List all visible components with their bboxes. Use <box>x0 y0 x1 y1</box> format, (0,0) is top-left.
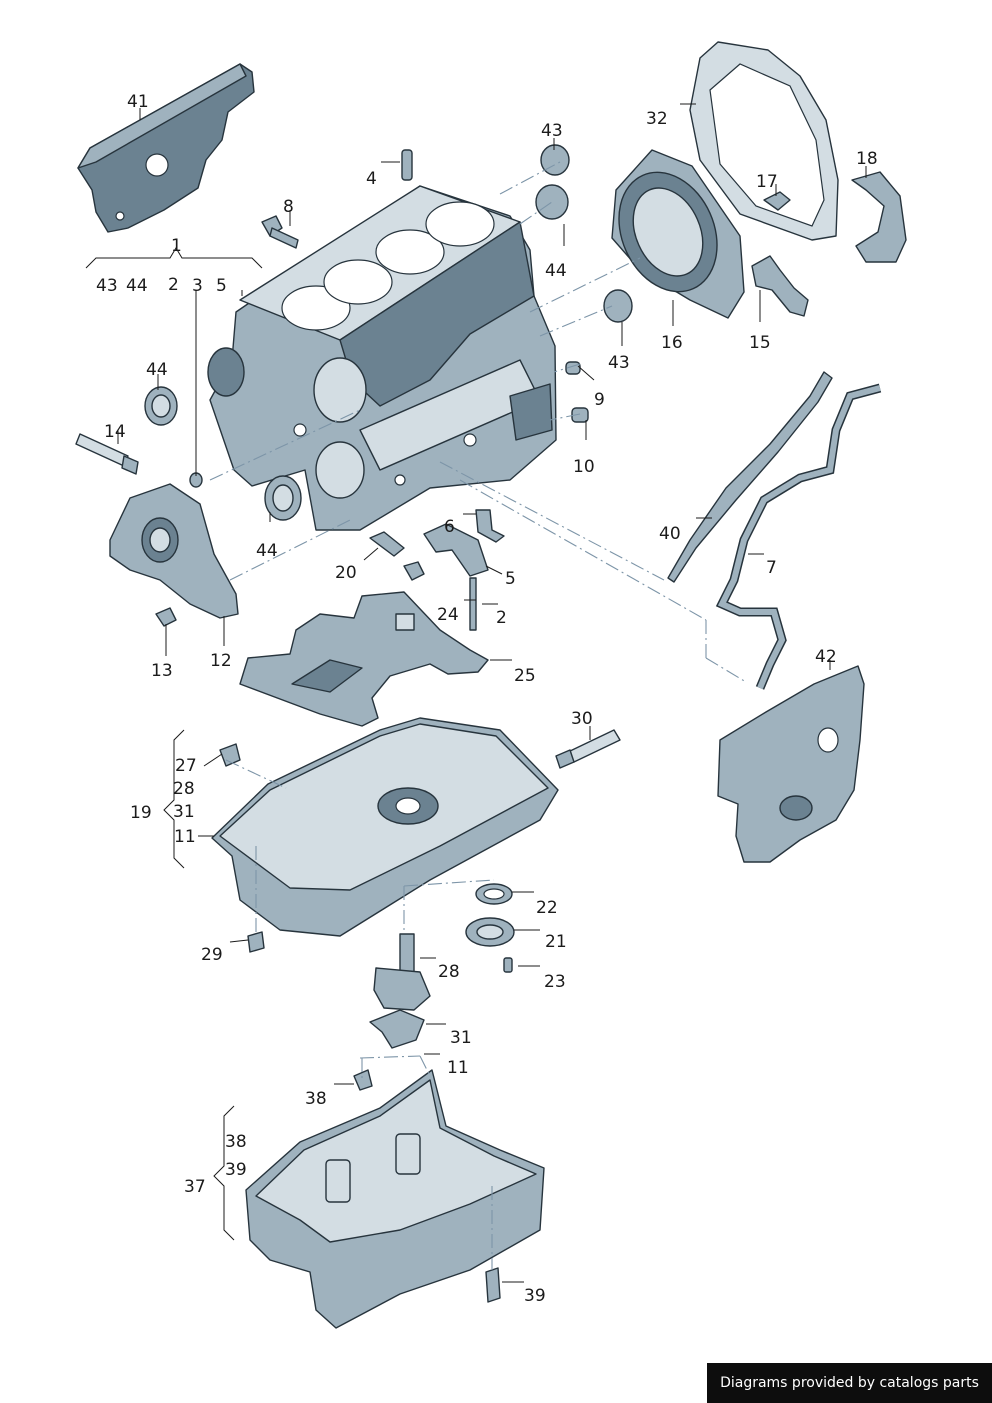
callout-4: 4 <box>366 169 377 189</box>
callout-23: 23 <box>544 972 566 992</box>
callout-28: 28 <box>173 779 195 799</box>
part-29-bolt <box>247 931 265 953</box>
callout-28: 28 <box>438 962 460 982</box>
callout-16: 16 <box>661 333 683 353</box>
callout-44: 44 <box>126 276 148 296</box>
callout-31: 31 <box>173 802 195 822</box>
callout-44: 44 <box>545 261 567 281</box>
part-44-seal-left <box>144 386 178 426</box>
part-10-sleeve <box>571 407 589 423</box>
callout-19: 19 <box>130 803 152 823</box>
part-24-bolt <box>403 561 425 581</box>
part-31-bracket <box>369 1009 425 1049</box>
callout-7: 7 <box>766 558 777 578</box>
callout-11: 11 <box>174 827 196 847</box>
part-27-drain-plug <box>219 743 241 767</box>
callout-29: 29 <box>201 945 223 965</box>
part-42-cover <box>717 665 865 863</box>
part-15-bracket <box>751 255 809 317</box>
callout-27: 27 <box>175 756 197 776</box>
catalog-credit-footer: Diagrams provided by catalogs parts <box>707 1363 992 1403</box>
part-40-dipstick <box>667 371 833 583</box>
callout-30: 30 <box>571 709 593 729</box>
callout-13: 13 <box>151 661 173 681</box>
part-43-plug-right <box>603 289 633 323</box>
part-2-bolt <box>469 577 477 631</box>
callout-3: 3 <box>192 276 203 296</box>
part-5-bearing-cap <box>423 523 489 577</box>
part-13-bolt <box>155 607 177 627</box>
callout-25: 25 <box>514 666 536 686</box>
callout-41: 41 <box>127 92 149 112</box>
callout-44: 44 <box>146 360 168 380</box>
part-18-bracket <box>851 171 907 263</box>
callout-10: 10 <box>573 457 595 477</box>
callout-24: 24 <box>437 605 459 625</box>
callout-39: 39 <box>225 1160 247 1180</box>
callout-22: 22 <box>536 898 558 918</box>
callout-6: 6 <box>444 517 455 537</box>
callout-8: 8 <box>283 197 294 217</box>
callout-2: 2 <box>168 275 179 295</box>
part-23-bolt <box>503 957 513 973</box>
callout-12: 12 <box>210 651 232 671</box>
callout-labels: 41 43 4 8 1 43 44 2 3 5 44 32 18 17 16 1… <box>96 92 878 1306</box>
part-11-oil-pan-upper <box>211 717 559 937</box>
part-44-seal-top <box>535 184 569 220</box>
part-43-plug-top <box>540 144 570 176</box>
callout-42: 42 <box>815 647 837 667</box>
part-37-oil-pan-lower <box>245 1069 545 1329</box>
part-6-oil-jet <box>475 509 505 543</box>
engine-block <box>207 185 557 531</box>
part-30-sealant-tube <box>555 729 621 769</box>
callout-18: 18 <box>856 149 878 169</box>
callout-1: 1 <box>171 236 182 256</box>
part-8-bolt <box>261 215 299 249</box>
part-17-bolt <box>763 191 791 211</box>
part-28-oil-pump <box>373 933 431 1011</box>
callout-15: 15 <box>749 333 771 353</box>
callout-17: 17 <box>756 172 778 192</box>
callout-37: 37 <box>184 1177 206 1197</box>
callout-31: 31 <box>450 1028 472 1048</box>
callout-9: 9 <box>594 390 605 410</box>
callout-43: 43 <box>608 353 630 373</box>
callout-21: 21 <box>545 932 567 952</box>
part-20-bolt <box>369 531 405 557</box>
callout-11: 11 <box>447 1058 469 1078</box>
callout-38: 38 <box>225 1132 247 1152</box>
callout-40: 40 <box>659 524 681 544</box>
part-39-bolt <box>485 1267 501 1303</box>
callout-43: 43 <box>541 121 563 141</box>
part-16-seal-flange <box>611 149 745 319</box>
part-7-guide-tube <box>715 383 882 690</box>
callout-43: 43 <box>96 276 118 296</box>
callout-20: 20 <box>335 563 357 583</box>
callout-32: 32 <box>646 109 668 129</box>
part-44-seal-lower <box>264 475 302 521</box>
callout-14: 14 <box>104 422 126 442</box>
callout-38: 38 <box>305 1089 327 1109</box>
callout-5: 5 <box>505 569 516 589</box>
part-38-plug <box>353 1069 373 1091</box>
callout-39: 39 <box>524 1286 546 1306</box>
assembly-lines <box>209 161 747 1270</box>
part-12-front-cover <box>109 483 239 619</box>
part-4-dowel <box>401 149 413 181</box>
part-32-gasket <box>689 41 839 241</box>
part-25-baffle <box>239 591 489 727</box>
part-21-flange <box>465 917 515 947</box>
part-41-cover <box>77 63 255 233</box>
callout-2: 2 <box>496 608 507 628</box>
part-22-seal-ring <box>475 883 513 905</box>
callout-44: 44 <box>256 541 278 561</box>
leader-lines <box>85 103 867 1283</box>
callout-5: 5 <box>216 276 227 296</box>
part-14-sealant-tube <box>75 433 139 475</box>
